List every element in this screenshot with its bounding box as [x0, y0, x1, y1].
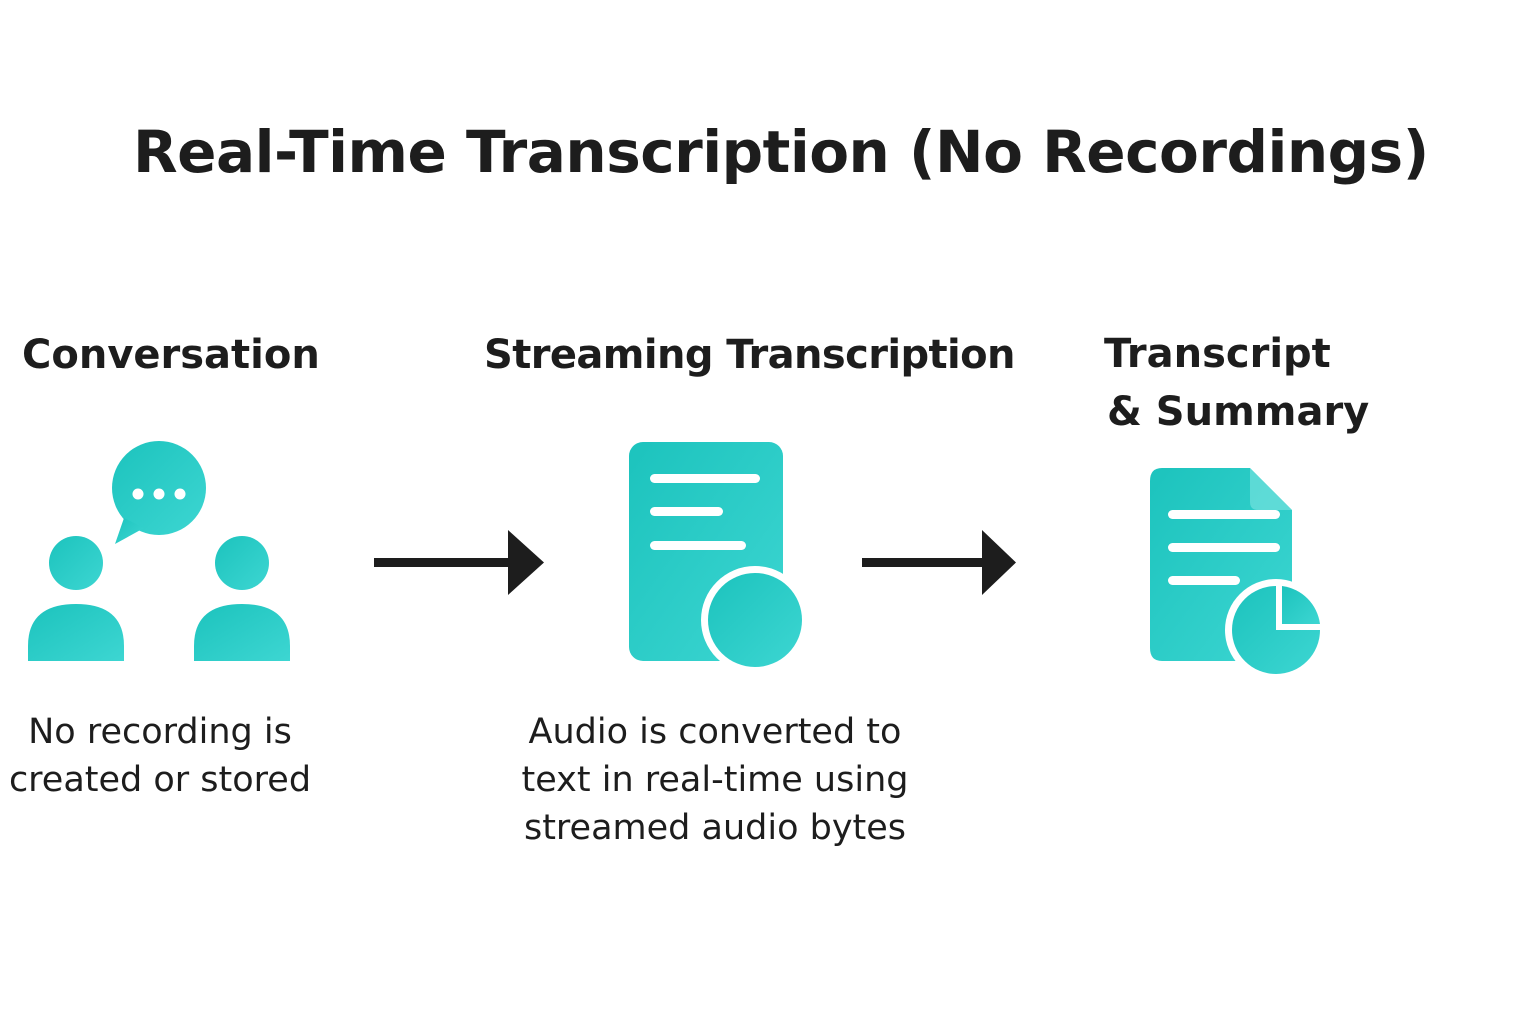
caption-line: Audio is converted to [528, 712, 902, 752]
caption-line: streamed audio bytes [523, 808, 907, 848]
step-label-streaming-transcription: Streaming Transcription [484, 326, 1015, 384]
step-caption-conversation: No recording is created or stored [0, 708, 320, 804]
document-pie-chart-icon [1150, 468, 1327, 681]
step-label-line: Transcript [1104, 331, 1331, 377]
caption-line: text in real-time using [521, 760, 909, 800]
arrow-right-icon [862, 530, 1016, 595]
person-right-icon [194, 536, 290, 661]
conversation-people-icon [28, 441, 290, 661]
step-label-line: & Summary [1107, 389, 1370, 435]
speech-bubble-icon [112, 441, 206, 544]
document-with-circle-icon [629, 442, 809, 674]
arrow-right-icon [374, 530, 544, 595]
diagram-title: Real-Time Transcription (No Recordings) [133, 118, 1429, 186]
step-label-conversation: Conversation [22, 326, 320, 384]
person-left-icon [28, 536, 124, 661]
caption-line: created or stored [8, 760, 312, 800]
step-label-transcript-summary: Transcript & Summary [1104, 325, 1369, 441]
step-label-line: Conversation [22, 332, 320, 378]
step-label-line: Streaming Transcription [484, 332, 1015, 378]
caption-line: No recording is [28, 712, 292, 752]
step-caption-streaming-transcription: Audio is converted to text in real-time … [500, 708, 930, 852]
